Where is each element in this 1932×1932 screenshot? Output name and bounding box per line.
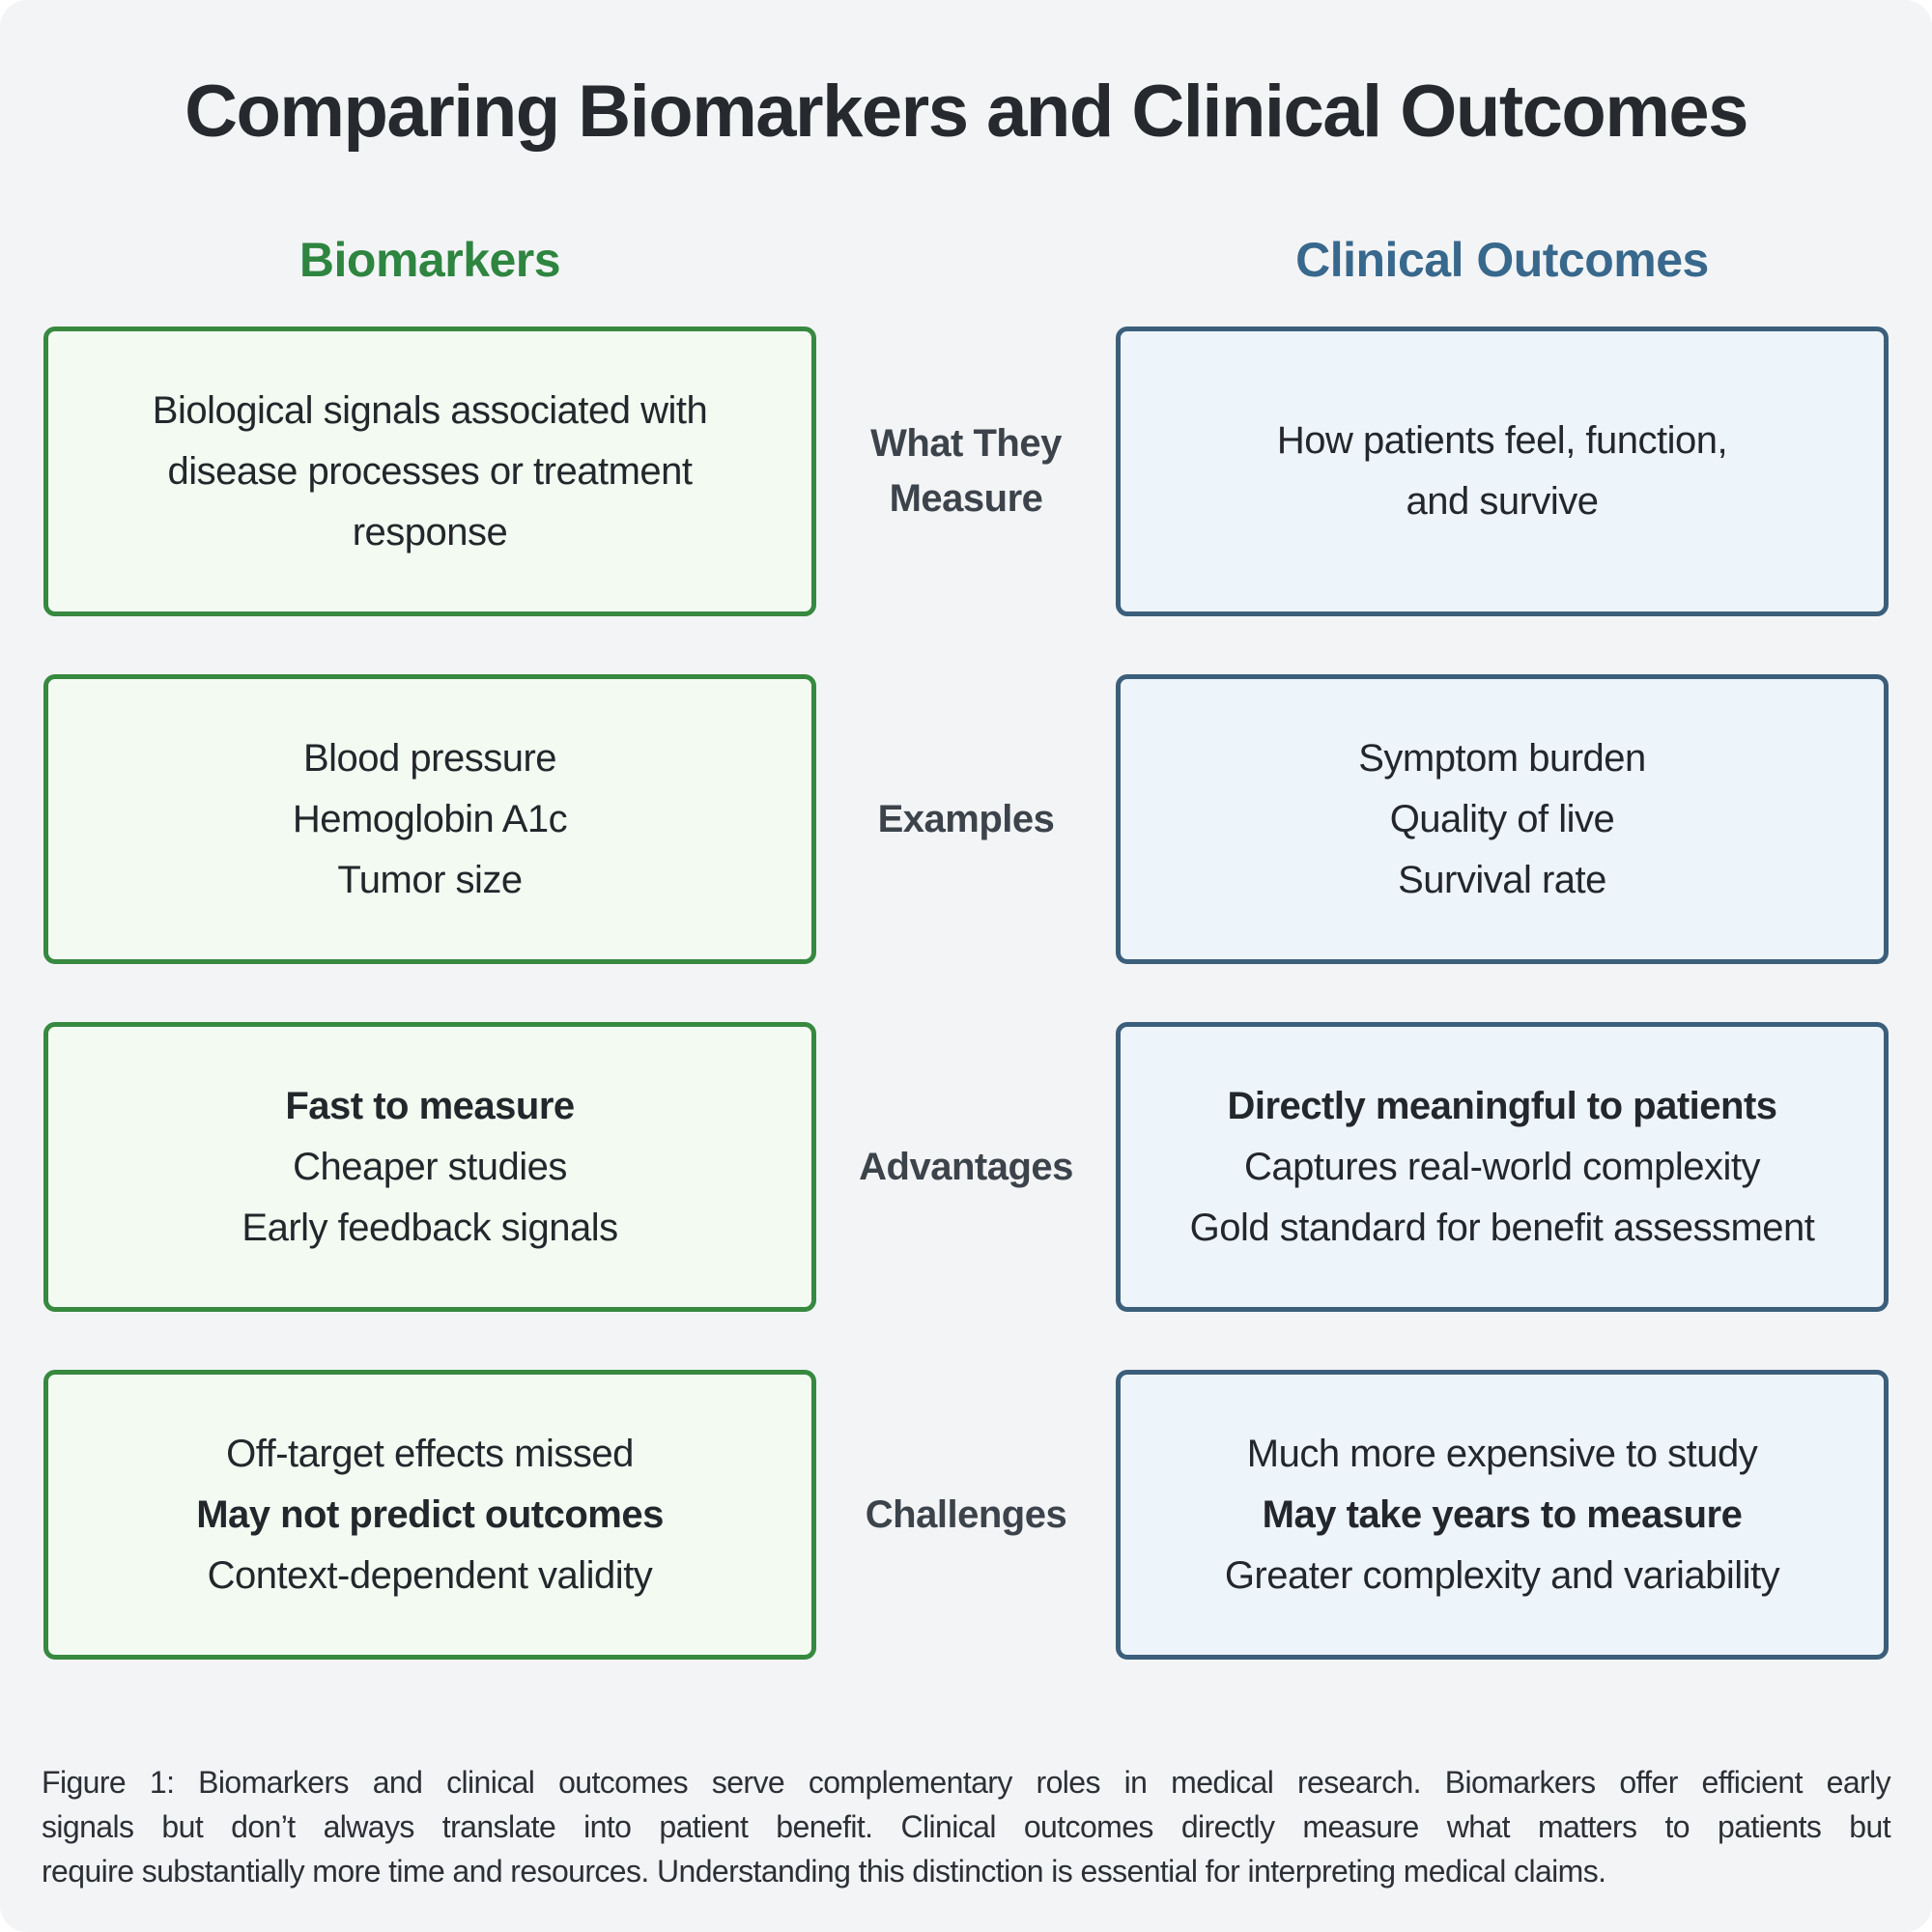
box-text-line: Greater complexity and variability [1224, 1553, 1780, 1597]
biomarkers-advantages-box: Fast to measure Cheaper studies Early fe… [43, 1022, 816, 1312]
box-text-line: May take years to measure [1262, 1492, 1743, 1536]
box-text-line: Survival rate [1398, 858, 1606, 901]
clinical-outcomes-what-they-measure-box: How patients feel, function, and survive [1116, 327, 1889, 616]
box-text-line: and survive [1406, 480, 1599, 523]
biomarkers-column-header: Biomarkers [298, 233, 561, 287]
box-text-line: Off-target effects missed [226, 1432, 634, 1475]
clinical-outcomes-challenges-box: Much more expensive to study May take ye… [1116, 1370, 1889, 1660]
box-text-line: Symptom burden [1358, 736, 1646, 780]
box-text-line: How patients feel, function, [1276, 419, 1728, 462]
box-text-line: response [352, 510, 508, 554]
figure-caption-line: Figure 1: Biomarkers and clinical outcom… [42, 1765, 1891, 1800]
figure-caption: Figure 1: Biomarkers and clinical outcom… [42, 1760, 1891, 1893]
box-text-line: Gold standard for benefit assessment [1189, 1206, 1815, 1249]
comparison-grid: Biological signals associated with disea… [43, 327, 1889, 1660]
page-title: Comparing Biomarkers and Clinical Outcom… [185, 71, 1748, 153]
biomarkers-what-they-measure-box: Biological signals associated with disea… [43, 327, 816, 616]
box-text-line: disease processes or treatment [167, 449, 693, 493]
row-label-examples: Examples [816, 674, 1116, 964]
box-text-line: Biological signals associated with [152, 388, 708, 432]
box-text-line: Quality of live [1389, 797, 1615, 840]
box-text-line: Blood pressure [302, 736, 557, 780]
biomarkers-challenges-box: Off-target effects missed May not predic… [43, 1370, 816, 1660]
box-text-line: May not predict outcomes [196, 1492, 664, 1536]
row-label-line: Measure [889, 477, 1043, 520]
clinical-outcomes-column-header: Clinical Outcomes [1295, 233, 1709, 287]
biomarkers-examples-box: Blood pressure Hemoglobin A1c Tumor size [43, 674, 816, 964]
box-text-line: Hemoglobin A1c [292, 797, 568, 840]
row-label-advantages: Advantages [816, 1022, 1116, 1312]
clinical-outcomes-advantages-box: Directly meaningful to patients Captures… [1116, 1022, 1889, 1312]
figure-caption-line: require substantially more time and reso… [42, 1854, 1606, 1889]
box-text-line: Tumor size [337, 858, 523, 901]
box-text-line: Captures real-world complexity [1243, 1145, 1761, 1188]
row-label-line: What They [870, 422, 1062, 465]
row-label-what-they-measure: What They Measure [816, 327, 1116, 616]
row-label-line: Challenges [865, 1492, 1067, 1536]
box-text-line: Fast to measure [285, 1084, 575, 1127]
box-text-line: Directly meaningful to patients [1227, 1084, 1777, 1127]
clinical-outcomes-examples-box: Symptom burden Quality of live Survival … [1116, 674, 1889, 964]
box-text-line: Context-dependent validity [207, 1553, 653, 1597]
row-label-line: Advantages [859, 1145, 1073, 1188]
box-text-line: Cheaper studies [293, 1145, 567, 1188]
figure-caption-line: signals but don’t always translate into … [42, 1809, 1891, 1844]
row-label-line: Examples [877, 797, 1055, 840]
box-text-line: Early feedback signals [242, 1206, 618, 1249]
row-label-challenges: Challenges [816, 1370, 1116, 1660]
box-text-line: Much more expensive to study [1246, 1432, 1758, 1475]
